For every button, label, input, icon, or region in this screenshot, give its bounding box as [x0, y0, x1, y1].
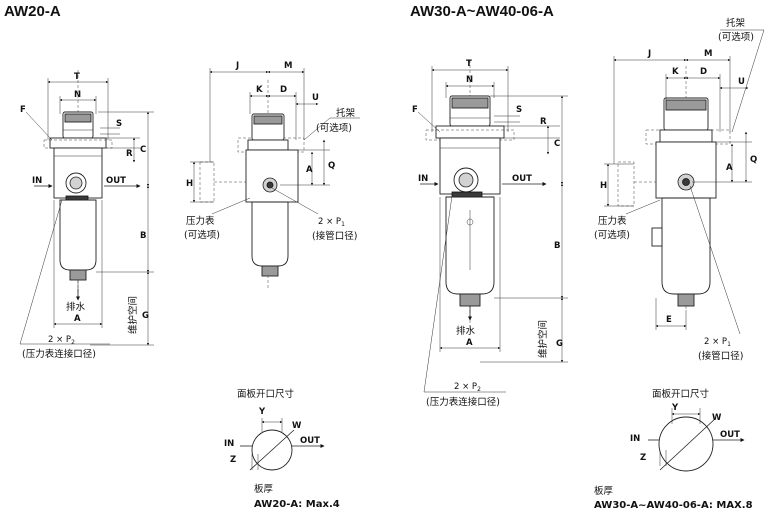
panel-title-label: 面板开口尺寸 — [237, 388, 295, 400]
panel-out-label-right: OUT — [720, 430, 740, 440]
right-model-title: AW30-A~AW40-06-A — [410, 3, 554, 20]
dim-a-side-right: A — [726, 163, 733, 173]
flow-in-label: IN — [32, 176, 42, 186]
dim-b-right: B — [554, 241, 560, 251]
p1-note-label-right: (接管口径) — [698, 350, 743, 362]
panel-out-label: OUT — [300, 436, 320, 446]
dim-k-right: K — [672, 67, 679, 77]
dim-n-right: N — [466, 75, 473, 85]
plate-thickness-label-right: 板厚 — [594, 485, 614, 497]
dim-a: A — [74, 314, 81, 324]
p1-count-label: 2 × P1 — [318, 217, 345, 228]
bracket-optional-label: (可选项) — [316, 122, 352, 134]
gauge-label: 压力表 — [186, 215, 215, 227]
plate-thickness-value-right: AW30-A~AW40-06-A: MAX.8 — [594, 500, 753, 511]
aw20-side-view — [190, 68, 360, 290]
dim-f: F — [20, 105, 26, 115]
dim-f-right: F — [412, 105, 418, 115]
dim-a-side: A — [306, 165, 313, 175]
dim-d-right: D — [700, 67, 707, 77]
plate-thickness-label: 板厚 — [254, 483, 274, 495]
p1-count-label-right: 2 × P1 — [704, 337, 731, 348]
drain-label: 排水 — [66, 301, 86, 313]
dim-g: G — [142, 311, 149, 321]
flow-out-label-right: OUT — [512, 174, 532, 184]
dim-m-right: M — [704, 49, 712, 59]
plate-thickness-value: AW20-A: Max.4 — [254, 499, 340, 510]
dim-c: C — [140, 145, 146, 155]
dim-q-right: Q — [750, 155, 757, 165]
bracket-label: 托架 — [336, 107, 356, 119]
aw20-front-view — [19, 70, 154, 346]
p2-count-label: 2 × P2 — [48, 335, 75, 346]
dim-u-right: U — [738, 77, 745, 87]
aw30-front-view — [417, 60, 568, 393]
dim-h: H — [186, 179, 193, 189]
panel-in-label: IN — [224, 439, 234, 449]
dim-e-right: E — [666, 315, 672, 325]
dim-j-right: J — [647, 49, 651, 59]
dim-k: K — [256, 85, 263, 95]
panel-y-label-right: Y — [671, 403, 679, 413]
bracket-label-right: 托架 — [726, 17, 746, 29]
panel-z-label-right: Z — [640, 453, 646, 463]
dim-u: U — [312, 93, 319, 103]
panel-in-label-right: IN — [630, 434, 640, 444]
dim-a-right: A — [466, 338, 473, 348]
dim-s-right: S — [516, 105, 522, 115]
maintenance-space-label: 维护空间 — [127, 296, 139, 334]
panel-z-label: Z — [230, 455, 236, 465]
dim-r: R — [126, 149, 133, 159]
dim-m: M — [284, 61, 292, 71]
panel-w-label-right: W — [712, 413, 722, 423]
dim-h-right: H — [600, 181, 607, 191]
dim-t: T — [74, 72, 80, 82]
gauge-optional-label-right: (可选项) — [594, 229, 630, 241]
bracket-optional-label-right: (可选项) — [718, 31, 754, 43]
p2-note-label-right: (压力表连接口径) — [426, 396, 500, 408]
dim-d: D — [280, 85, 287, 95]
dim-s: S — [116, 119, 122, 129]
dim-q: Q — [328, 161, 335, 171]
p2-count-label-right: 2 × P2 — [454, 382, 481, 393]
gauge-label-right: 压力表 — [598, 215, 627, 227]
dim-n: N — [74, 90, 81, 100]
p1-note-label: (接管口径) — [312, 230, 357, 242]
panel-w-label: W — [292, 421, 302, 431]
dim-j: J — [235, 61, 239, 71]
aw30-side-view — [604, 29, 765, 335]
panel-y-label: Y — [258, 407, 266, 417]
dim-t-right: T — [466, 59, 472, 69]
aw20-panel-cutout — [240, 418, 325, 471]
drain-label-right: 排水 — [456, 325, 476, 337]
dim-g-right: G — [556, 339, 563, 349]
dim-b: B — [140, 231, 146, 241]
maintenance-space-label-right: 维护空间 — [537, 320, 549, 358]
dim-c-right: C — [554, 139, 560, 149]
aw30-panel-cutout — [648, 408, 745, 472]
gauge-optional-label: (可选项) — [184, 229, 220, 241]
left-model-title: AW20-A — [4, 3, 61, 20]
flow-out-label: OUT — [106, 176, 126, 186]
dim-r-right: R — [540, 117, 547, 127]
flow-in-label-right: IN — [418, 174, 428, 184]
panel-title-label-right: 面板开口尺寸 — [652, 388, 710, 400]
p2-note-label: (压力表连接口径) — [22, 348, 96, 360]
